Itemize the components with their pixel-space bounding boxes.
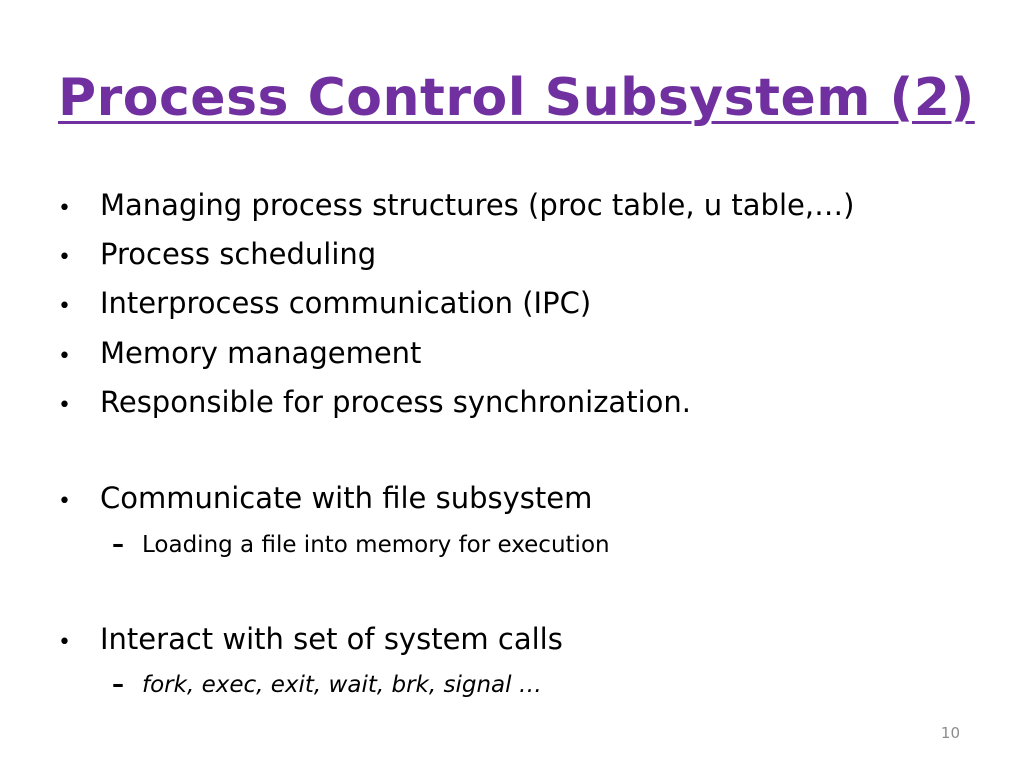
bullet-text: Memory management [100, 336, 422, 370]
sub-bullet-text: Loading a file into memory for execution [142, 532, 610, 558]
bullet-marker: • [58, 294, 71, 319]
bullet-text: Communicate with file subsystem [100, 481, 593, 515]
bullet-marker: • [58, 196, 71, 221]
bullet-text: Interprocess communication (IPC) [100, 286, 592, 320]
bullet-marker: • [58, 630, 71, 655]
bullet-item: • Interprocess communication (IPC) [58, 286, 591, 320]
bullet-text: Interact with set of system calls [100, 622, 563, 656]
bullet-item: • Managing process structures (proc tabl… [58, 188, 854, 222]
bullet-marker: • [58, 245, 71, 270]
bullet-item: • Process scheduling [58, 237, 376, 271]
bullet-marker: • [58, 344, 71, 369]
sub-bullet-marker: – [112, 670, 124, 698]
sub-bullet-item: – fork, exec, exit, wait, brk, signal … [112, 670, 542, 698]
bullet-item: • Communicate with file subsystem [58, 481, 592, 515]
bullet-text: Process scheduling [100, 237, 377, 271]
slide-title: Process Control Subsystem (2) [58, 68, 975, 128]
sub-bullet-text: fork, exec, exit, wait, brk, signal … [142, 672, 542, 698]
sub-bullet-item: – Loading a file into memory for executi… [112, 530, 610, 558]
bullet-item: • Responsible for process synchronizatio… [58, 385, 691, 419]
bullet-marker: • [58, 489, 71, 514]
bullet-text: Managing process structures (proc table,… [100, 188, 855, 222]
bullet-item: • Memory management [58, 336, 421, 370]
page-number: 10 [940, 724, 960, 742]
sub-bullet-marker: – [112, 530, 124, 558]
bullet-marker: • [58, 393, 71, 418]
bullet-item: • Interact with set of system calls [58, 622, 563, 656]
bullet-text: Responsible for process synchronization. [100, 385, 691, 419]
